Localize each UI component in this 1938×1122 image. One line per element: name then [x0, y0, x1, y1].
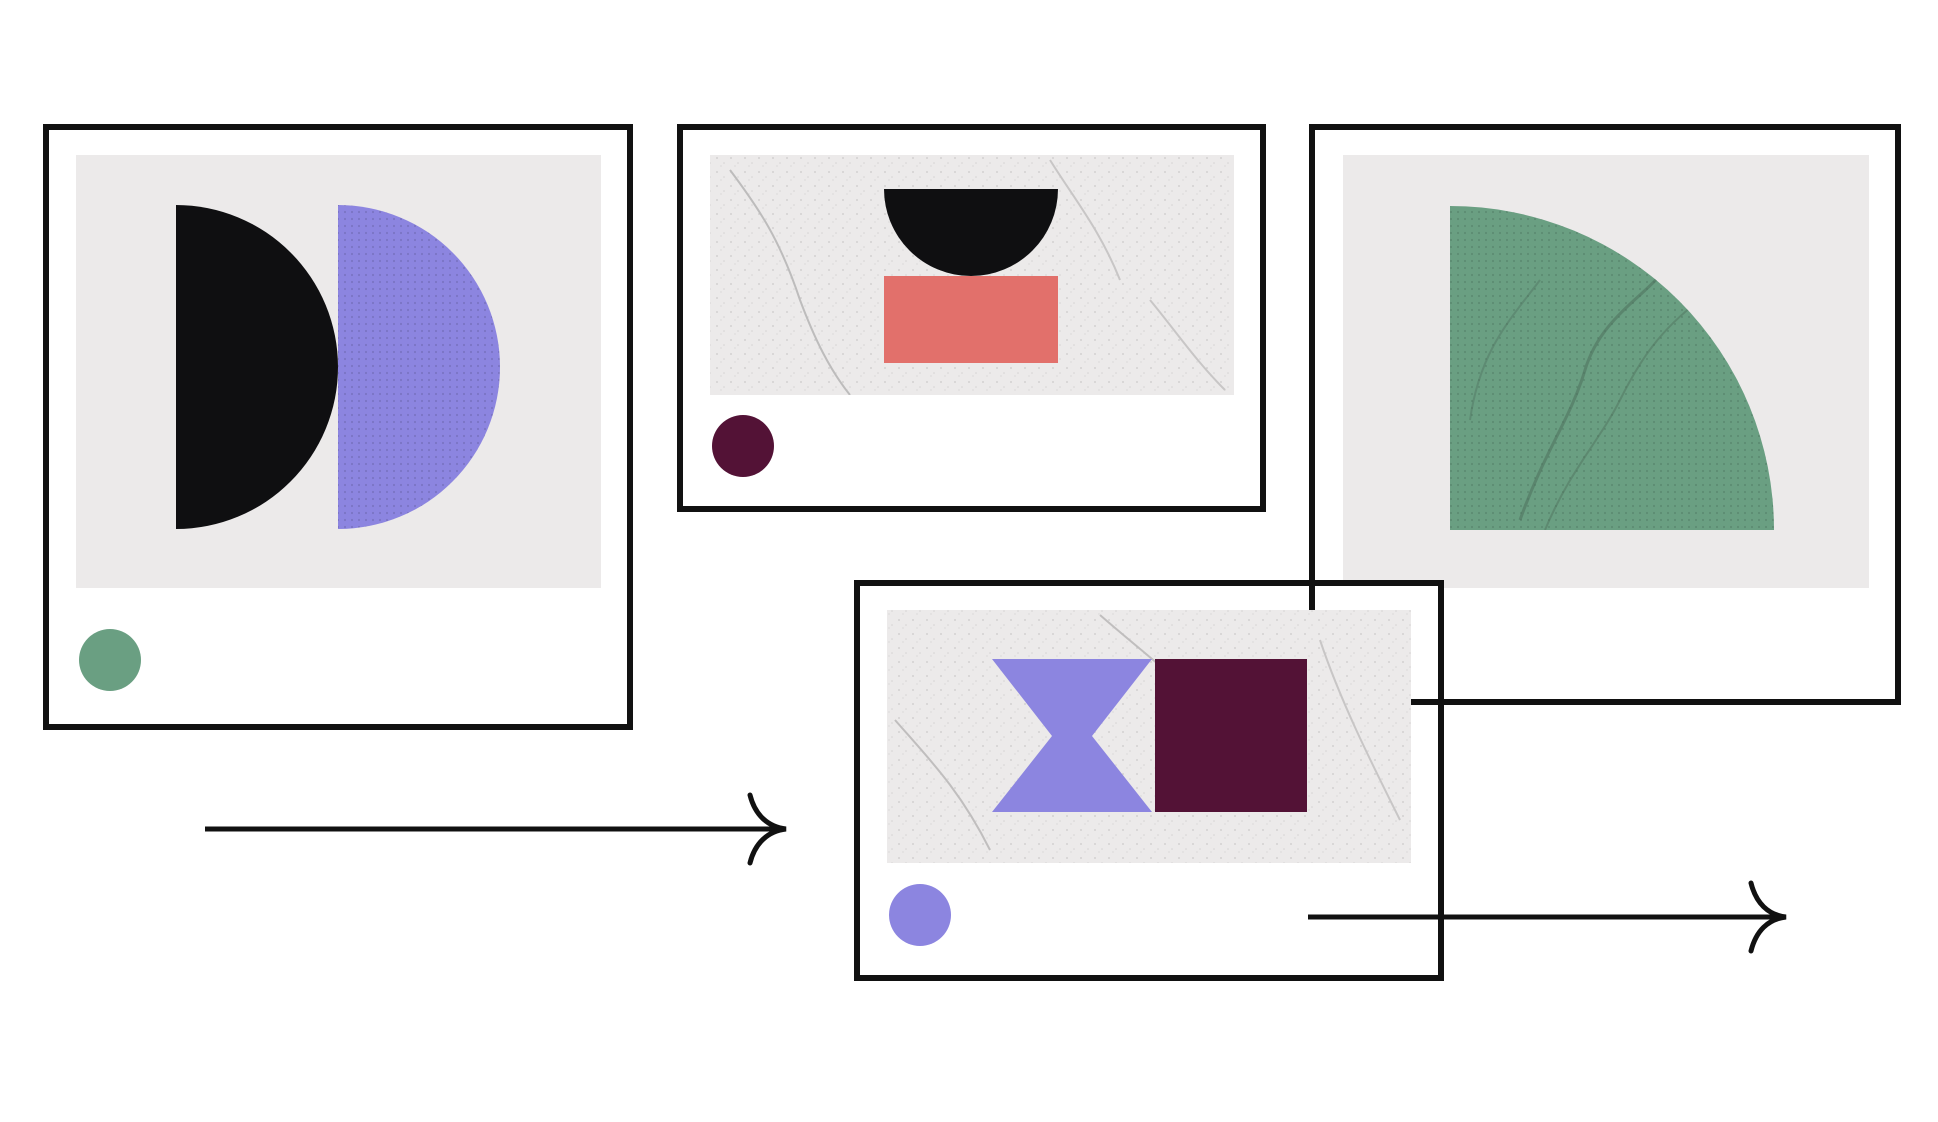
- purple-dot: [889, 884, 951, 946]
- arrow-2: [1308, 880, 1787, 954]
- card-4: [854, 580, 1444, 981]
- card-3: [1309, 124, 1901, 705]
- purple-hourglass: [992, 659, 1152, 812]
- card-2: [677, 124, 1266, 512]
- plum-dot: [712, 415, 774, 477]
- purple-half-circle-texture: [338, 205, 500, 529]
- arrow-2-head: [1748, 880, 1787, 954]
- arrow-1: [205, 792, 787, 866]
- green-dot: [79, 629, 141, 691]
- plum-square: [1155, 659, 1307, 812]
- card-4-panel-texture: [887, 610, 1411, 863]
- card-1: [43, 124, 633, 730]
- arrow-1-head: [747, 792, 787, 866]
- black-bowl: [884, 189, 1058, 276]
- card-3-overlap-edges: [1309, 583, 1441, 705]
- coral-rectangle: [884, 276, 1058, 363]
- black-half-circle: [176, 205, 338, 529]
